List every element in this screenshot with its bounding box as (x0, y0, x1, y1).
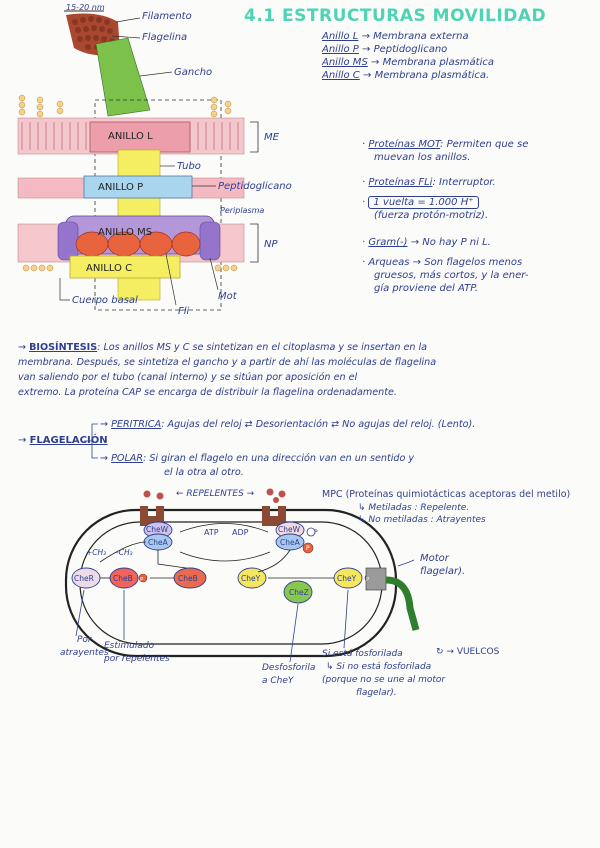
scale-label: 15-20 nm (66, 3, 105, 12)
label-gancho: Gancho (174, 67, 213, 78)
repellent-molecules (143, 488, 286, 503)
ring-list-item: Anillo MS → Membrana plasmática (322, 57, 494, 68)
label-leaders (59, 17, 219, 306)
label-chez: CheZ (289, 588, 309, 597)
label-filamento: Filamento (142, 11, 192, 22)
fli-proteins (75, 231, 201, 257)
chemotaxis-diagram (64, 488, 420, 663)
label-tubo: Tubo (177, 161, 201, 172)
flagellum-diagram (17, 10, 259, 311)
ring-list-item: Anillo L → Membrana externa (322, 31, 469, 42)
atp-adp-arrow (179, 523, 269, 533)
me-brace (250, 121, 259, 153)
note-vuelta: · 1 vuelta = 1.000 H⁺ (fuerza protón-mot… (362, 196, 489, 221)
mot-right-shape (199, 221, 221, 261)
label-peptidoglicano: Peptidoglicano (218, 181, 292, 192)
label-chea-2: CheA (280, 538, 300, 547)
label-adp: ADP (232, 528, 249, 537)
note-mot: · Proteínas MOT: Permiten que se muevan … (362, 139, 529, 163)
biosintesis-block: → BIOSÍNTESIS: Los anillos MS y C se sin… (18, 342, 437, 398)
ring-list: Anillo L → Membrana externa Anillo P → P… (322, 30, 494, 82)
label-metiladas: ↳ Metiladas : Repelente. (358, 503, 470, 513)
note-fli: · Proteínas FLi: Interruptor. (362, 177, 496, 188)
ring-list-item: Anillo C → Membrana plasmática. (322, 70, 490, 81)
ring-p-shape (83, 175, 193, 199)
ring-l-shape (89, 121, 191, 153)
label-atp: ATP (204, 528, 219, 537)
mpc-receptors (140, 506, 286, 526)
flagellar-motor (365, 567, 420, 631)
np-brace (250, 223, 259, 263)
label-np: NP (264, 239, 278, 250)
chew-chea-complex (143, 521, 305, 551)
flagelacion-brace (84, 423, 98, 459)
label-minus-ch3: -CH₃ (116, 548, 133, 557)
internal-arrows (99, 541, 334, 579)
note-gram: · Gram(-) → No hay P ni L. (362, 237, 491, 248)
label-chebp: CheB (113, 574, 133, 583)
basal-body-outline (94, 99, 222, 311)
label-p-cheb: P (140, 577, 144, 583)
label-no-metiladas: ↳ No metiladas : Atrayentes (358, 515, 486, 525)
ring-l-label: ANILLO L (108, 131, 153, 142)
label-p-chea: P (306, 545, 310, 552)
annotation-arrows (75, 559, 415, 663)
label-fosforilada: Si está fosforilada ↳ Si no está fosfori… (322, 649, 446, 698)
flagelacion-peritrica: → PERITRICA: Agujas del reloj ⇄ Desorien… (100, 419, 476, 430)
note-arqueas: · Arqueas → Son flagelos menos gruesos, … (362, 257, 529, 294)
label-fli: Fli (178, 306, 190, 317)
label-me: ME (264, 132, 279, 143)
mot-left-shape (57, 221, 79, 261)
label-cheb: CheB (178, 574, 198, 583)
ring-p-label: ANILLO P (98, 182, 144, 193)
label-mot: Mot (218, 291, 237, 302)
label-plus-ch3: +CH₃ (86, 548, 107, 557)
label-cher: CheR (74, 574, 94, 583)
ring-c-shape (69, 255, 181, 279)
label-chew-2: CheW (278, 525, 301, 534)
ring-list-item: Anillo P → Peptidoglicano (322, 44, 448, 55)
label-repelentes: ← REPELENTES → (176, 489, 255, 499)
label-chea-1: CheA (148, 538, 168, 547)
flagelacion-title: → FLAGELACIÓN (18, 435, 108, 446)
label-mpc: MPC (Proteínas quimiotácticas aceptoras … (322, 489, 571, 500)
biosintesis-label: BIOSÍNTESIS (29, 342, 98, 353)
ring-ms-label: ANILLO MS (98, 227, 153, 238)
label-chey: CheY (241, 574, 261, 583)
ring-c-label: ANILLO C (86, 263, 133, 274)
circle-p-marker (306, 527, 316, 537)
return-arrow (179, 551, 271, 562)
label-chew-1: CheW (146, 525, 169, 534)
flagelacion-polar: → POLAR: Si giran el flagelo en una dire… (100, 453, 415, 478)
label-cuerpo-basal: Cuerpo basal (72, 295, 138, 306)
label-vuelcos: ↻ → VUELCOS (436, 647, 500, 657)
hook-illustration (95, 37, 151, 117)
label-p-chey: P (366, 577, 370, 583)
label-cheyp: CheY (337, 574, 357, 583)
label-periplasma: Periplasma (220, 206, 265, 215)
label-flagelina: Flagelina (142, 32, 188, 43)
label-p-circle: P (314, 529, 318, 536)
page-title: 4.1 ESTRUCTURAS MOVILIDAD (244, 6, 547, 26)
